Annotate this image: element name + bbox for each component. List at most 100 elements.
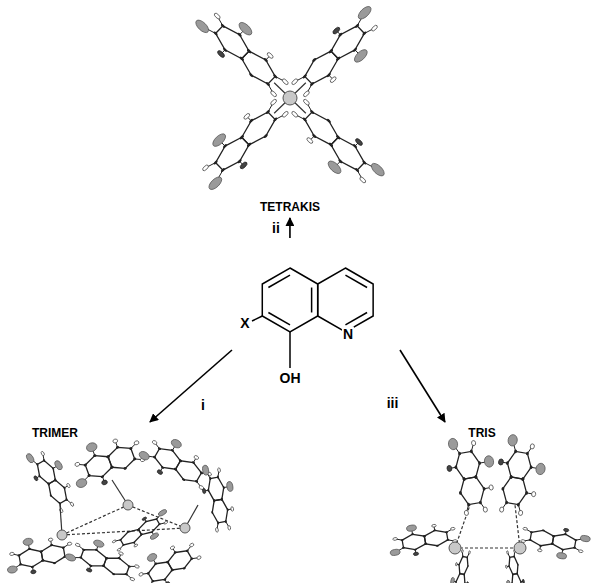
ligand-model (187, 89, 295, 195)
ring-atom (462, 477, 465, 481)
ring-atom (117, 557, 121, 560)
ring-atom (462, 477, 465, 481)
ring-atom (47, 482, 50, 486)
ring-atom (464, 582, 465, 583)
ring-atom (463, 573, 464, 576)
ring-atom (41, 559, 44, 562)
ring-atom (249, 118, 254, 123)
ring-atom (65, 498, 68, 502)
hydrogen-atom (523, 527, 528, 530)
ring-atom (424, 543, 427, 545)
ligand-model (442, 432, 502, 517)
ring-atom (126, 531, 129, 534)
ring-bond (146, 558, 175, 583)
hydrogen-atom (505, 565, 507, 569)
ring-atom (239, 135, 244, 140)
ring-atom (154, 562, 158, 565)
ring-atom (446, 539, 449, 541)
hydrogen-atom (41, 451, 46, 456)
ring-atom (528, 539, 531, 541)
ligand-model (190, 0, 298, 103)
hydrogen-atom (303, 90, 311, 98)
ligand-model (22, 442, 83, 516)
ring-atom (102, 564, 106, 567)
ring-atom (509, 475, 512, 479)
ring-atom (170, 568, 174, 571)
ring-atom (213, 499, 215, 502)
ring-atom (105, 557, 109, 560)
ring-bond (238, 108, 279, 148)
ring-atom (302, 117, 307, 122)
ring-bond (102, 554, 131, 578)
oxygen-atom (413, 552, 419, 556)
halogen-atom (450, 577, 455, 583)
ring-atom (122, 544, 125, 547)
ring-atom (217, 521, 219, 524)
ring-atom (561, 548, 564, 550)
substituent-bond (289, 332, 291, 368)
ring-atom (178, 459, 182, 463)
ring-atom (529, 465, 532, 469)
ring-atom (423, 535, 426, 537)
ring-atom (265, 109, 270, 114)
hydrogen-atom (70, 502, 75, 507)
ring-atom (191, 461, 195, 465)
halogen-atom (202, 465, 210, 476)
halogen-atom (23, 538, 34, 547)
hydrogen-atom (9, 552, 14, 556)
metal-atom (180, 523, 190, 533)
ring-atom (31, 566, 34, 569)
ring-atom (501, 487, 504, 491)
ring-atom (459, 572, 460, 575)
hydrogen-atom (152, 440, 158, 445)
ring-atom (127, 565, 131, 568)
hydrogen-atom (499, 507, 504, 513)
halogen-atom (448, 438, 459, 451)
ring-atom (354, 167, 359, 172)
ring-atom (62, 546, 65, 549)
hydrogen-atom (506, 551, 508, 555)
ring-atom (49, 494, 52, 498)
oxygen-atom (466, 582, 468, 583)
ring-atom (273, 117, 278, 122)
ring-atom (309, 81, 314, 86)
halogen-atom (352, 47, 369, 64)
ring-bond (424, 528, 449, 547)
hydrogen-atom (306, 137, 314, 145)
ring-atom (106, 455, 110, 459)
condition-label: ii (272, 220, 280, 236)
halogen-atom (556, 552, 567, 560)
ring-atom (166, 560, 170, 563)
hydrogen-atom (215, 528, 218, 533)
ring-atom (110, 465, 114, 469)
metal-atom (449, 542, 461, 554)
hydrogen-atom (243, 113, 251, 121)
oxygen-atom (522, 579, 524, 583)
ligand-node: XOHN (232, 238, 400, 396)
ring-atom (509, 556, 510, 559)
halogen-atom (535, 463, 546, 476)
ring-bond (119, 527, 143, 548)
hydrogen-atom (489, 485, 494, 491)
ring-atom (239, 56, 244, 61)
ring-atom (140, 533, 143, 536)
ring-atom (185, 549, 189, 552)
ring-atom (505, 501, 508, 505)
ring-atom (209, 477, 211, 480)
ring-bond (238, 47, 279, 87)
ring-atom (312, 57, 317, 62)
ring-atom (539, 545, 542, 547)
ring-atom (326, 72, 331, 77)
ring-atom (150, 531, 153, 534)
coordination-bond (62, 528, 185, 535)
ring-atom (411, 533, 414, 535)
ring-atom (470, 449, 473, 453)
condition-label: i (201, 397, 205, 413)
oxygen-atom (202, 488, 206, 494)
halogen-atom (149, 532, 159, 541)
ring-atom (312, 133, 317, 138)
oxygen-atom (142, 517, 147, 521)
ring-atom (423, 535, 426, 537)
ring-atom (93, 454, 97, 458)
ring-bond (83, 451, 113, 480)
